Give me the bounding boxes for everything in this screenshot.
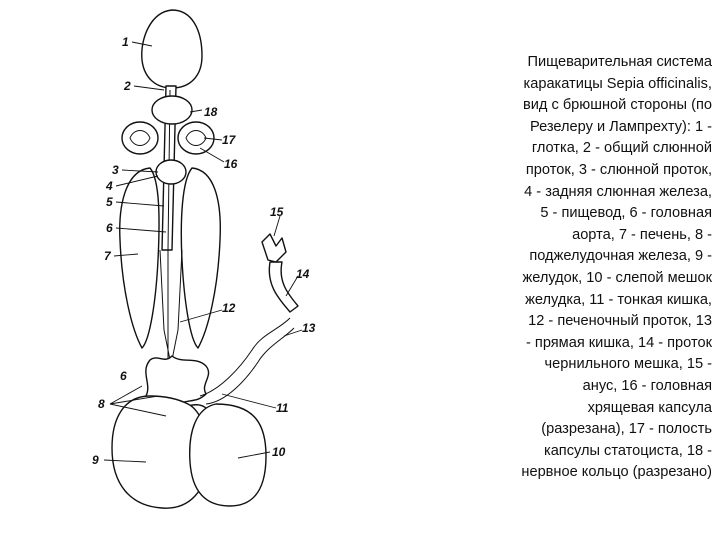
caption-line: поджелудочная железа, 9 - bbox=[446, 246, 712, 268]
pharynx bbox=[142, 10, 202, 88]
label-4: 4 bbox=[105, 179, 113, 193]
caption-line: желудок, 10 - слепой мешок bbox=[446, 268, 712, 290]
label-7: 7 bbox=[104, 249, 112, 263]
hepatic-ducts bbox=[160, 250, 182, 360]
label-2: 2 bbox=[123, 79, 131, 93]
caption-line: капсулы статоциста, 18 - bbox=[446, 441, 712, 463]
caption-line: вид с брюшной стороны (по bbox=[446, 95, 712, 117]
label-17: 17 bbox=[222, 133, 237, 147]
label-18: 18 bbox=[204, 105, 218, 119]
label-12: 12 bbox=[222, 301, 236, 315]
caption-line: хрящевая капсула bbox=[446, 398, 712, 420]
label-8: 8 bbox=[98, 397, 105, 411]
sepia-digestive-system-diagram: 1 2 3 4 5 6 7 6 8 9 10 11 12 13 14 15 16… bbox=[0, 0, 440, 540]
label-6b: 6 bbox=[120, 369, 127, 383]
leader-15 bbox=[274, 216, 280, 236]
leader-2 bbox=[134, 86, 164, 90]
label-11: 11 bbox=[276, 401, 289, 415]
label-6a: 6 bbox=[106, 221, 113, 235]
leader-16 bbox=[200, 148, 224, 162]
ink-sac-duct bbox=[269, 262, 298, 312]
cartilage-capsule-left bbox=[122, 122, 158, 154]
small-intestine bbox=[200, 318, 290, 396]
caption-line: чернильного мешка, 15 - bbox=[446, 354, 712, 376]
liver-left-lobe bbox=[120, 168, 159, 348]
caption-line: проток, 3 - слюнной проток, bbox=[446, 160, 712, 182]
rectum bbox=[206, 328, 294, 404]
caption-line: анус, 16 - головная bbox=[446, 376, 712, 398]
caption-line: Резелеру и Лампрехту): 1 - bbox=[446, 117, 712, 139]
label-16: 16 bbox=[224, 157, 238, 171]
label-13: 13 bbox=[302, 321, 316, 335]
label-14: 14 bbox=[296, 267, 310, 281]
anus bbox=[262, 234, 286, 262]
caption-line: Пищеварительная система bbox=[446, 52, 712, 74]
caption-line: желудка, 11 - тонкая кишка, bbox=[446, 290, 712, 312]
label-9: 9 bbox=[92, 453, 99, 467]
caption-line: - прямая кишка, 14 - проток bbox=[446, 333, 712, 355]
caption-line: глотка, 2 - общий слюнной bbox=[446, 138, 712, 160]
cartilage-capsule-right bbox=[178, 122, 214, 154]
caption-line: 12 - печеночный проток, 13 bbox=[446, 311, 712, 333]
posterior-salivary-gland bbox=[156, 160, 186, 184]
leader-13 bbox=[284, 330, 302, 336]
caption-line: аорта, 7 - печень, 8 - bbox=[446, 225, 712, 247]
nerve-ring bbox=[152, 96, 192, 124]
label-10: 10 bbox=[272, 445, 286, 459]
label-15: 15 bbox=[270, 205, 284, 219]
caption-line: нервное кольцо (разрезано) bbox=[446, 462, 712, 484]
label-5: 5 bbox=[106, 195, 113, 209]
label-1: 1 bbox=[122, 35, 129, 49]
caption-line: каракатицы Sepia officinalis, bbox=[446, 74, 712, 96]
caption-line: (разрезана), 17 - полость bbox=[446, 419, 712, 441]
caption-line: 4 - задняя слюнная железа, bbox=[446, 182, 712, 204]
figure-caption: Пищеварительная система каракатицы Sepia… bbox=[446, 52, 712, 484]
liver-right-lobe bbox=[181, 168, 220, 348]
caption-line: 5 - пищевод, 6 - головная bbox=[446, 203, 712, 225]
label-3: 3 bbox=[112, 163, 119, 177]
